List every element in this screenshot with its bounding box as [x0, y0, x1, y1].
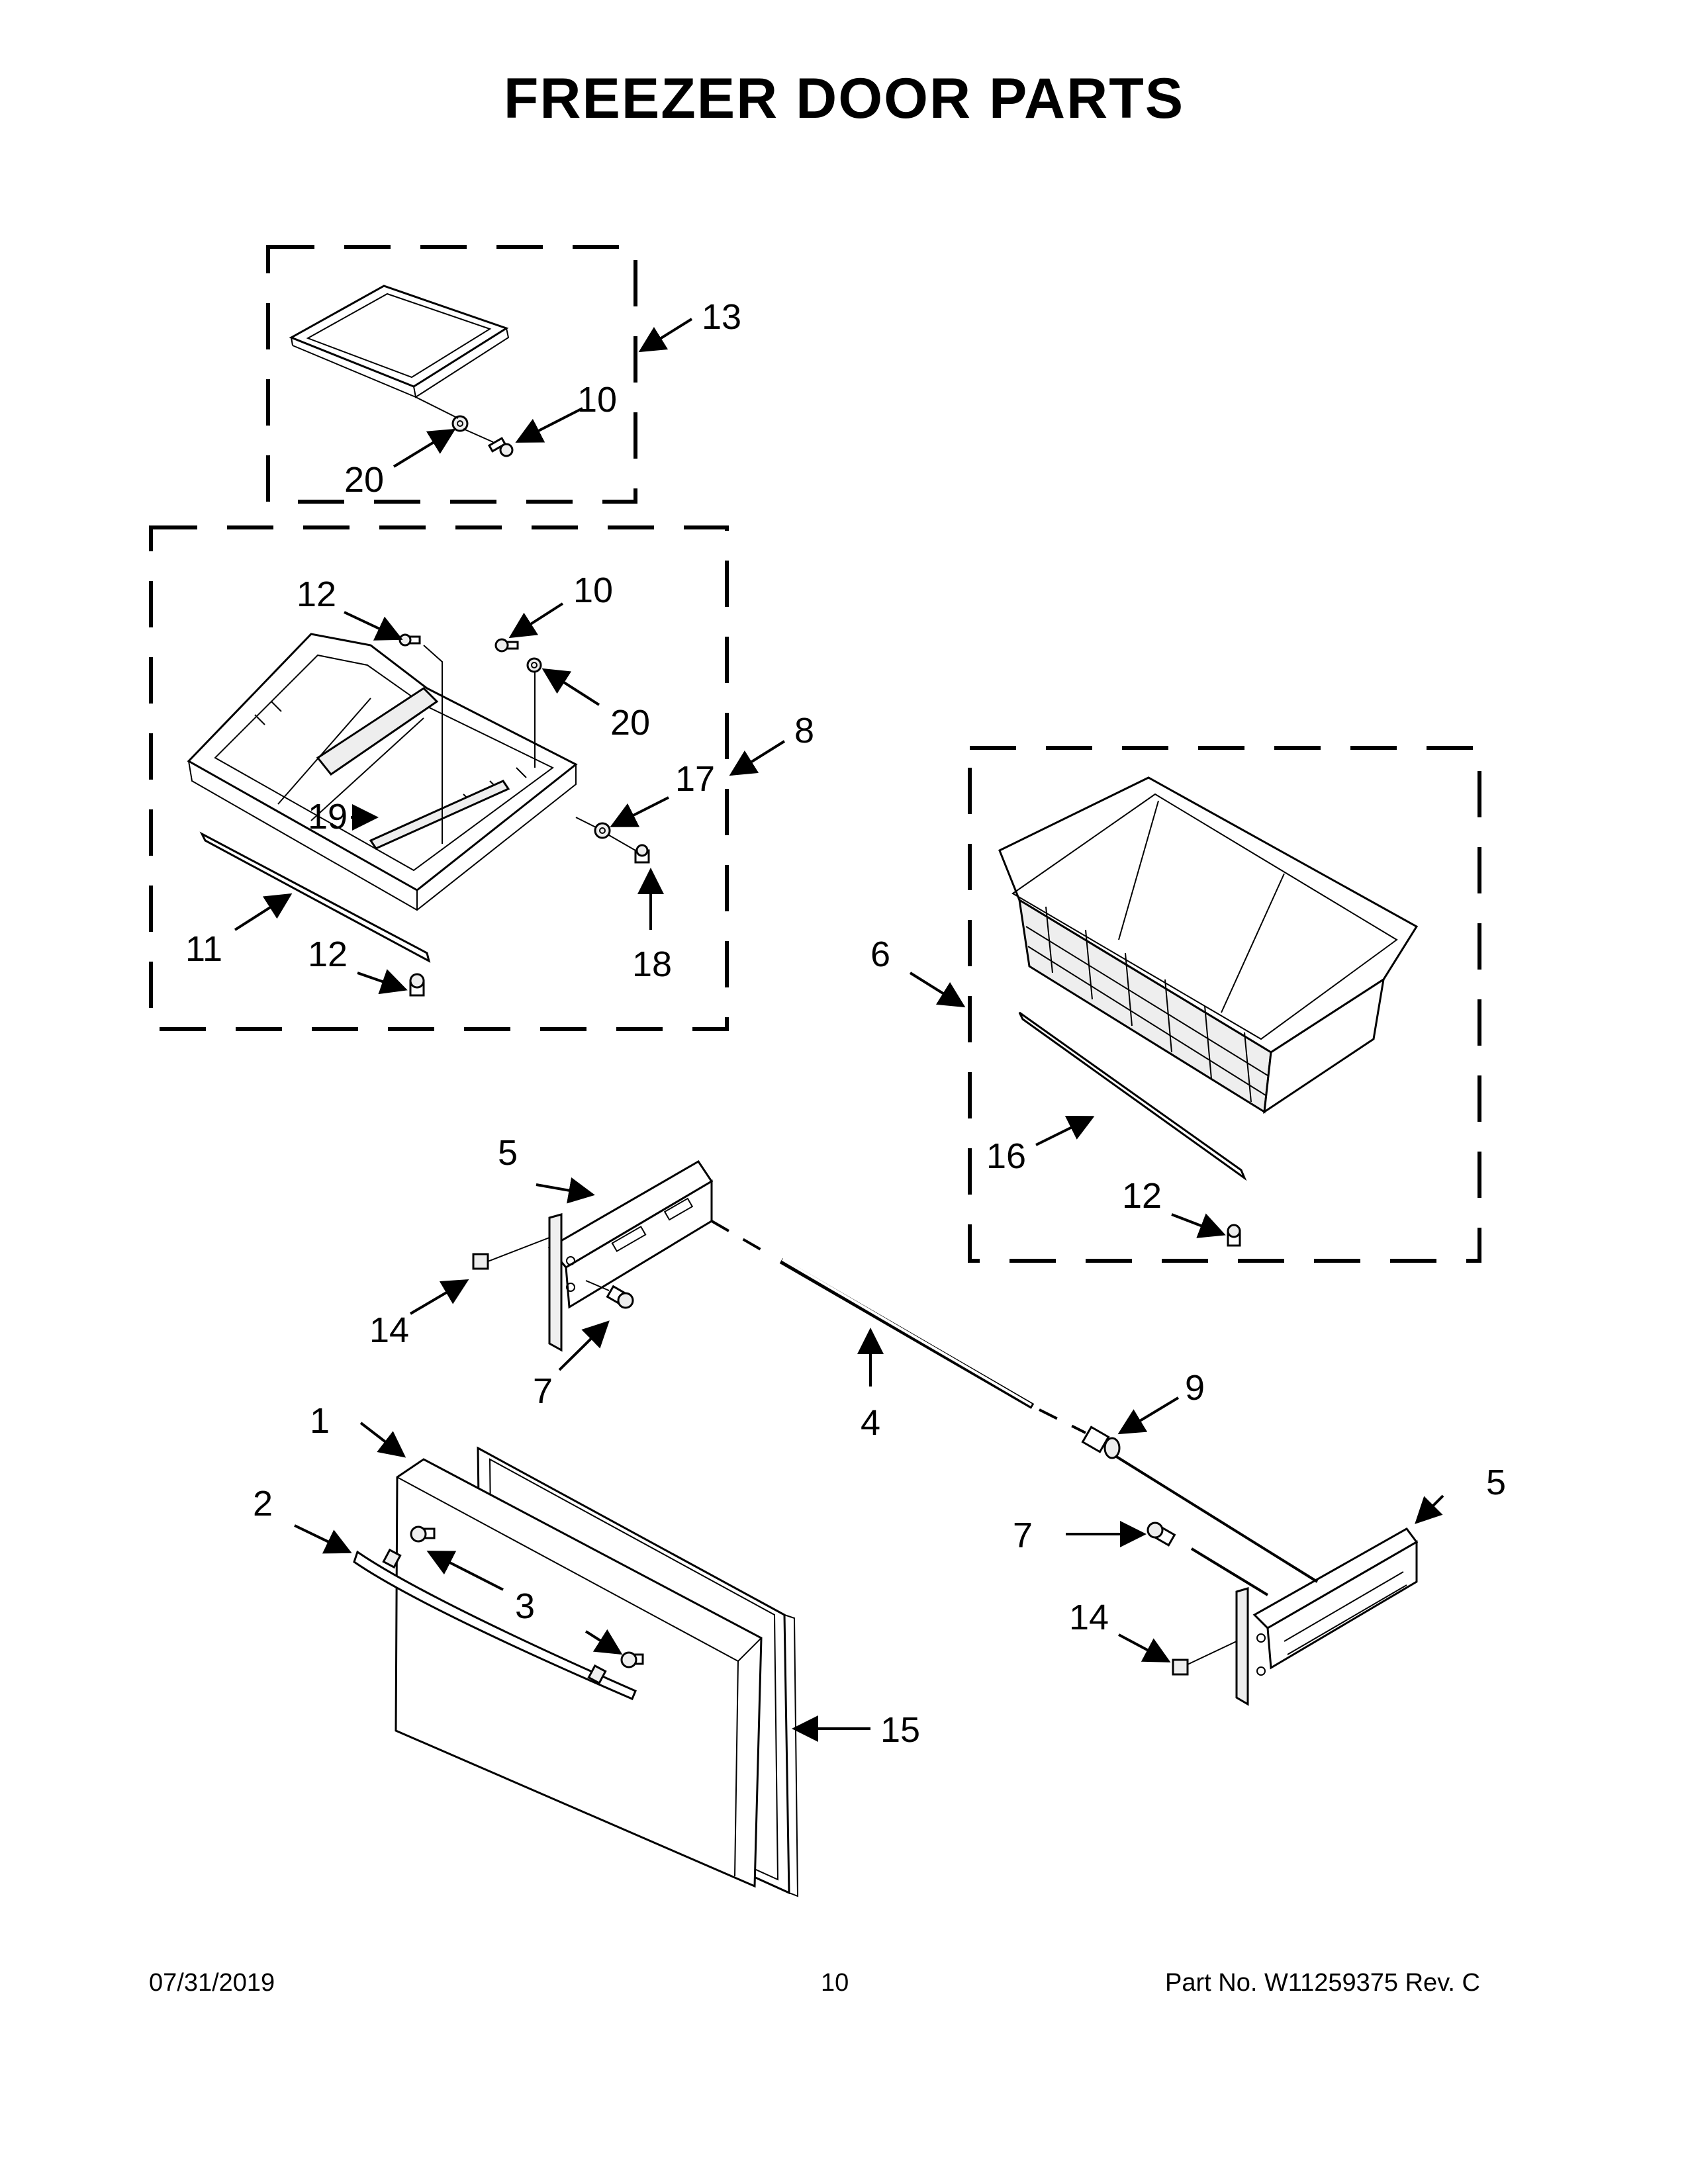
callout-16: 16	[986, 1136, 1026, 1176]
callout-14-left: 14	[369, 1310, 409, 1350]
washer-17	[594, 822, 611, 839]
screw-3-upper	[410, 1525, 436, 1543]
bracket-14-right	[1172, 1659, 1189, 1676]
callout-6: 6	[870, 934, 890, 974]
group-box-lower-basket	[968, 746, 1481, 1263]
lower-basket-part	[998, 776, 1419, 1115]
footer-date: 07/31/2019	[149, 1969, 275, 1997]
cap-9-part	[1081, 1426, 1121, 1459]
callout-19: 19	[308, 797, 348, 837]
bracket-14-left	[472, 1253, 489, 1270]
callout-3: 3	[515, 1586, 535, 1626]
footer-part-number: Part No. W11259375 Rev. C	[1165, 1969, 1480, 1997]
callout-10-upper: 10	[573, 570, 613, 610]
callout-2: 2	[253, 1484, 273, 1524]
callout-12-lower: 12	[1122, 1176, 1162, 1216]
callout-12-upper-b: 12	[308, 934, 348, 974]
callout-5-right: 5	[1486, 1463, 1506, 1502]
callout-20-upper: 20	[610, 703, 650, 743]
callout-17: 17	[675, 759, 715, 799]
screw-12-upper-a	[399, 633, 421, 647]
screw-10-top	[487, 437, 514, 457]
callout-20-top: 20	[344, 460, 384, 500]
rail-19-part	[369, 780, 510, 850]
footer-page-number: 10	[821, 1969, 849, 1997]
rail-16-part	[1018, 1011, 1247, 1181]
callout-5-left: 5	[498, 1133, 518, 1173]
screw-7-right	[1147, 1522, 1176, 1547]
callout-11: 11	[185, 929, 222, 969]
screw-12-upper-b	[409, 973, 425, 997]
group-box-shelf	[266, 245, 637, 504]
callout-7-right: 7	[1013, 1516, 1033, 1555]
callout-14-right: 14	[1069, 1598, 1109, 1637]
screw-10-upper	[494, 638, 519, 653]
rail-11-part	[199, 831, 431, 963]
screw-12-lower	[1227, 1224, 1241, 1247]
group-box-upper-basket	[149, 525, 729, 1031]
callout-15: 15	[880, 1710, 920, 1750]
screw-7-left	[606, 1285, 634, 1309]
callout-1: 1	[310, 1401, 330, 1441]
page-title: FREEZER DOOR PARTS	[503, 67, 1185, 130]
callout-9: 9	[1185, 1368, 1205, 1408]
screw-18	[634, 844, 650, 864]
callout-7-left: 7	[533, 1371, 553, 1411]
washer-20-upper	[526, 657, 542, 673]
callout-13: 13	[702, 297, 741, 337]
left-slide-rail-part	[547, 1160, 714, 1352]
screw-3-lower	[620, 1651, 644, 1668]
callout-12-upper-a: 12	[297, 574, 336, 614]
callout-18: 18	[632, 944, 672, 984]
callout-10-top: 10	[577, 380, 617, 420]
upper-basket-part	[187, 633, 578, 911]
callout-8: 8	[794, 711, 814, 751]
axle-rod-part	[779, 1258, 1035, 1409]
washer-20-top	[451, 415, 469, 432]
shelf-part	[289, 285, 510, 398]
callout-4: 4	[861, 1403, 880, 1443]
handle-2-part	[353, 1548, 637, 1700]
right-slide-rail-part	[1235, 1527, 1419, 1706]
